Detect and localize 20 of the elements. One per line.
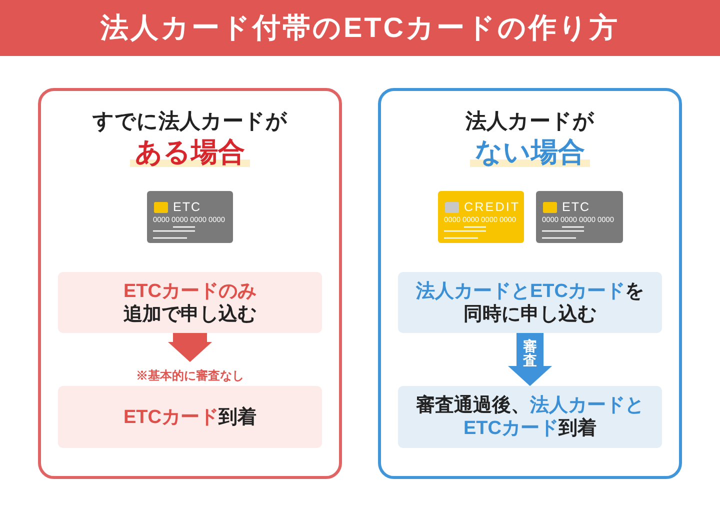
highlighted-heading: ない場合	[470, 136, 590, 168]
step-box: ETCカード到着	[58, 386, 322, 448]
panel	[378, 88, 682, 479]
card-label: ETC	[173, 200, 201, 214]
card	[147, 191, 233, 243]
step-box: 法人カードとETCカードを同時に申し込む	[398, 272, 662, 333]
arrow	[168, 333, 212, 362]
card-label: ETC	[562, 200, 590, 214]
panel-heading: すでに法人カードが	[92, 109, 288, 135]
panel-heading: 法人カードが	[466, 109, 594, 135]
panel	[38, 88, 342, 479]
highlighted-heading: ある場合	[130, 136, 250, 168]
card	[536, 191, 623, 243]
card-label: CREDIT	[464, 200, 520, 214]
edge-label: 審査	[523, 339, 537, 367]
arrow	[508, 333, 552, 386]
title-banner: 法人カード付帯のETCカードの作り方	[0, 0, 720, 56]
step-box: ETCカードのみ追加で申し込む	[58, 272, 322, 333]
card	[438, 191, 524, 243]
step-box: 審査通過後、法人カードとETCカード到着	[398, 386, 662, 448]
